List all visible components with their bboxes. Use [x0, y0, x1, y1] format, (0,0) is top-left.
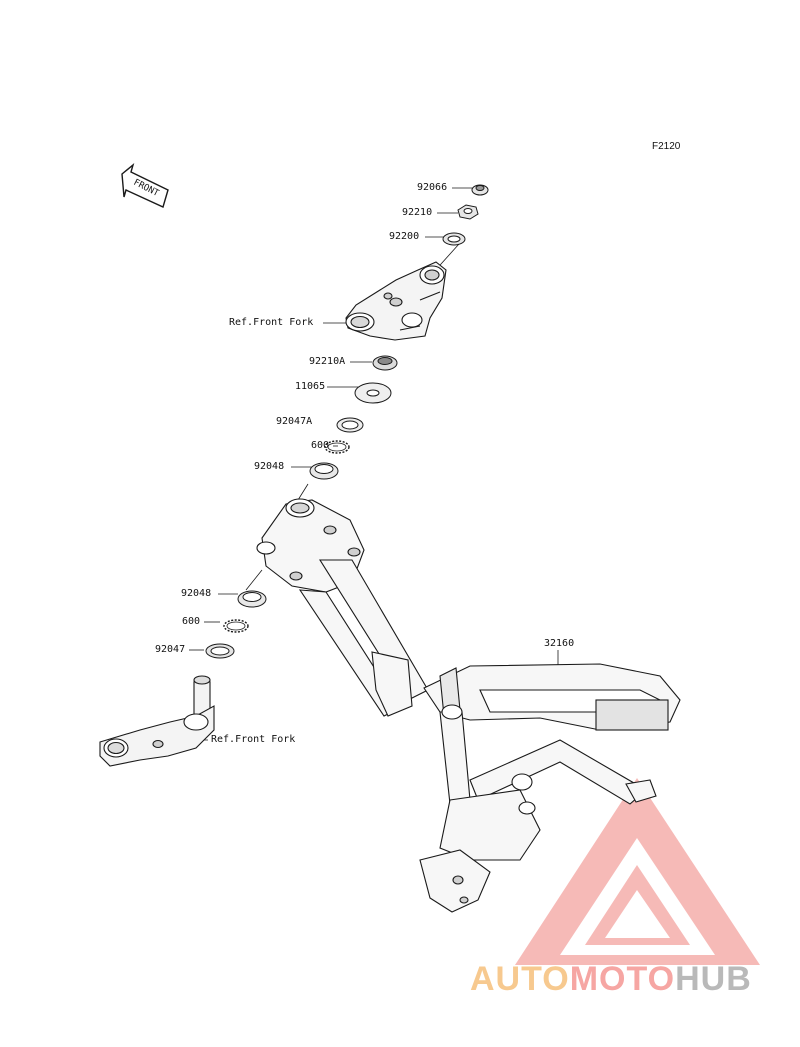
lower-bracket	[99, 675, 215, 767]
part-label-92047[interactable]: 92047	[155, 644, 186, 655]
ref-front-fork-upper-label[interactable]: Ref.Front Fork	[229, 317, 314, 328]
watermark-part-auto: AUTO	[470, 960, 570, 998]
part-label-11065[interactable]: 11065	[295, 381, 326, 392]
ref-front-fork-lower-label[interactable]: Ref.Front Fork	[211, 734, 296, 745]
ball-race-600-upper	[324, 440, 350, 454]
figure-code: F2120	[652, 141, 681, 152]
washer-92047A	[336, 417, 364, 433]
watermark-logo	[515, 778, 760, 965]
washer-92200	[442, 232, 466, 246]
front-arrow-icon: FRONT	[121, 163, 169, 208]
stem-nut-92066	[471, 184, 489, 196]
watermark-text: AUTOMOTOHUB	[470, 960, 752, 999]
part-label-600-lower[interactable]: 600	[182, 616, 201, 627]
watermark-part-moto: MOTO	[569, 960, 676, 998]
part-label-600-upper[interactable]: 600	[311, 440, 330, 451]
part-label-92047A[interactable]: 92047A	[276, 416, 313, 427]
part-label-92048-lower[interactable]: 92048	[181, 588, 212, 599]
part-label-92210[interactable]: 92210	[402, 207, 433, 218]
part-label-92200[interactable]: 92200	[389, 231, 420, 242]
part-label-92210A[interactable]: 92210A	[309, 356, 346, 367]
part-label-92048-upper[interactable]: 92048	[254, 461, 285, 472]
main-frame	[256, 498, 681, 913]
part-label-32160[interactable]: 32160	[544, 638, 575, 649]
watermark-part-hub: HUB	[675, 960, 752, 998]
race-92048-lower	[237, 590, 267, 608]
cap-11065	[354, 382, 392, 404]
upper-bracket	[345, 261, 447, 341]
race-92048-upper	[309, 462, 339, 480]
front-arrow-label: FRONT	[132, 178, 161, 199]
ball-race-600-lower	[223, 619, 249, 633]
seal-92047	[205, 643, 235, 659]
part-label-92066[interactable]: 92066	[417, 182, 448, 193]
stem-nut-92210	[457, 204, 479, 220]
leader-lines	[188, 187, 559, 741]
nut-92210A	[372, 355, 398, 371]
